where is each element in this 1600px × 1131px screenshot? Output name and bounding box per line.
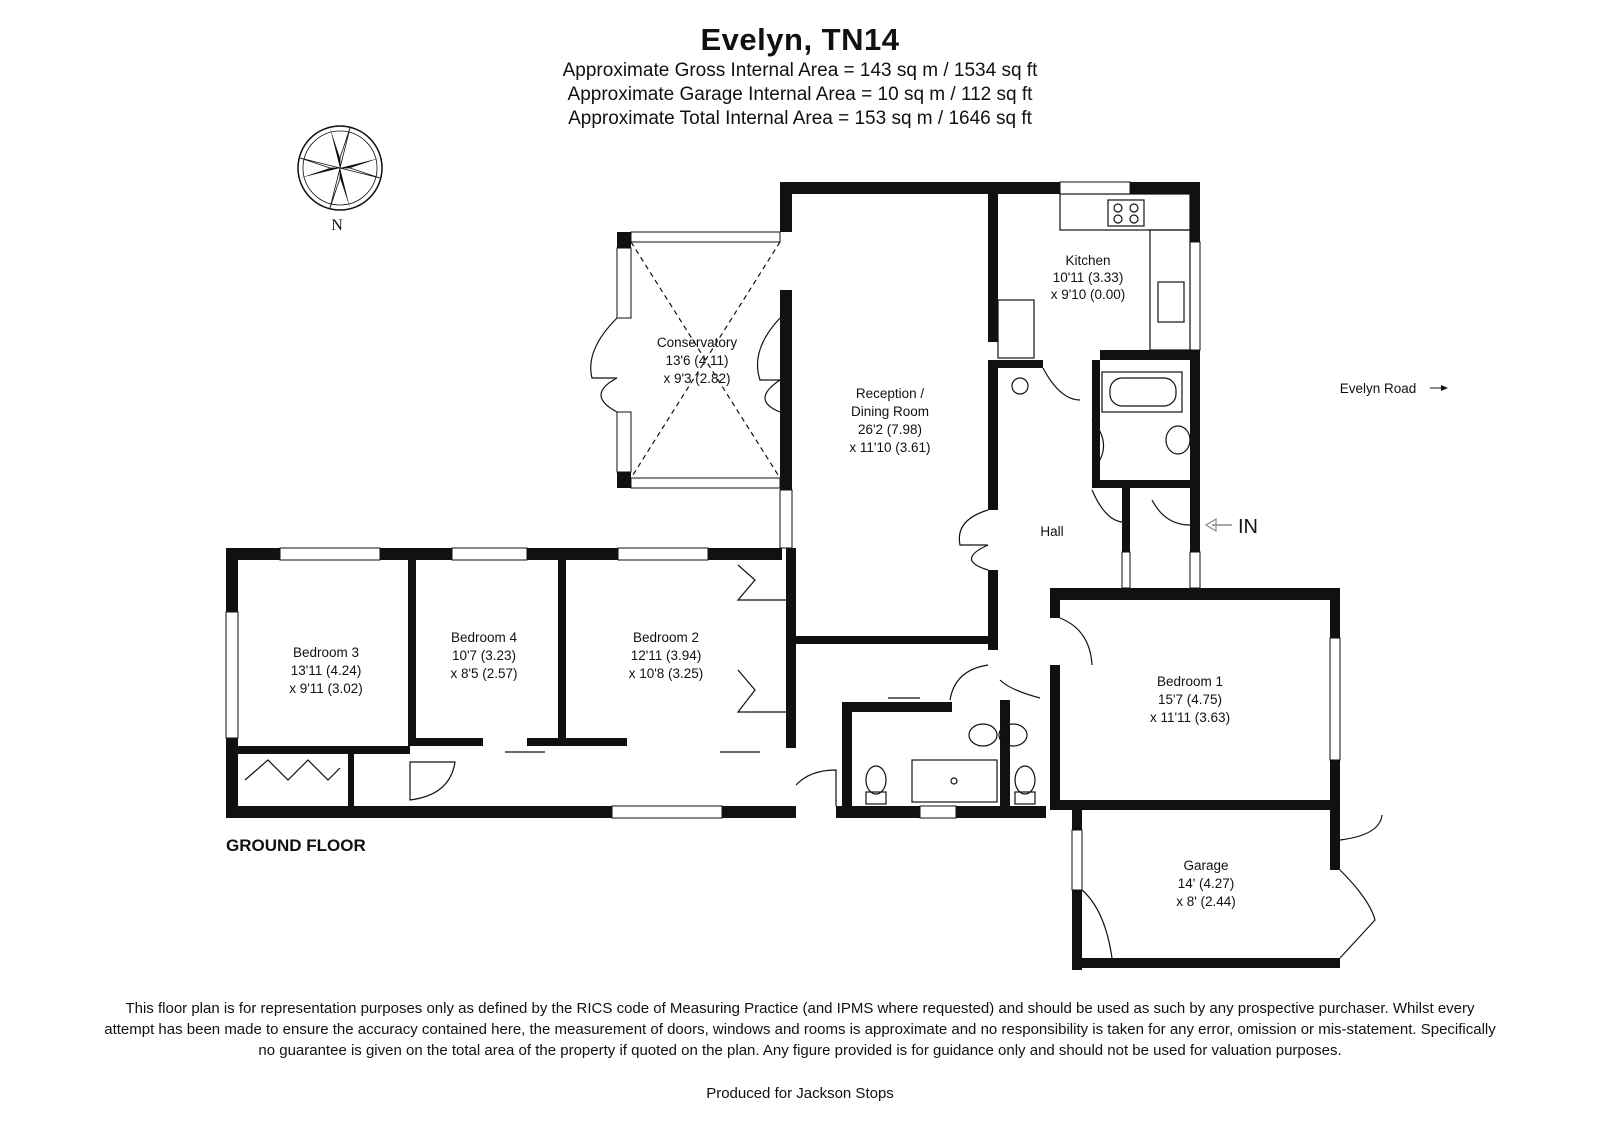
bedroom2-width: x 10'8 (3.25) bbox=[629, 666, 704, 681]
garage-length: 14' (4.27) bbox=[1178, 876, 1235, 891]
bedroom1-name: Bedroom 1 bbox=[1157, 674, 1223, 689]
conservatory-length: 13'6 (4.11) bbox=[665, 353, 728, 368]
bedroom2-name: Bedroom 2 bbox=[633, 630, 699, 645]
room-bedroom-2: Bedroom 2 12'11 (3.94) x 10'8 (3.25) bbox=[629, 630, 704, 681]
bedroom4-name: Bedroom 4 bbox=[451, 630, 518, 645]
reception-length: 26'2 (7.98) bbox=[858, 422, 922, 437]
room-conservatory: Conservatory 13'6 (4.11) x 9'3 (2.82) bbox=[657, 335, 738, 386]
bedroom4-width: x 8'5 (2.57) bbox=[450, 666, 517, 681]
reception-name: Reception / bbox=[856, 386, 925, 401]
road-label: Evelyn Road bbox=[1340, 381, 1417, 396]
hall-label: Hall bbox=[1040, 524, 1063, 539]
bedroom4-length: 10'7 (3.23) bbox=[452, 648, 516, 663]
entrance-arrow-icon bbox=[1204, 517, 1232, 533]
road-arrow-icon bbox=[1430, 385, 1448, 391]
garage-area: Approximate Garage Internal Area = 10 sq… bbox=[567, 84, 1033, 105]
reception-name-2: Dining Room bbox=[851, 404, 929, 419]
bedroom2-length: 12'11 (3.94) bbox=[631, 648, 702, 663]
room-reception: Reception / Dining Room 26'2 (7.98) x 11… bbox=[849, 386, 930, 455]
floor-label: GROUND FLOOR bbox=[226, 836, 366, 855]
room-bedroom-4: Bedroom 4 10'7 (3.23) x 8'5 (2.57) bbox=[450, 630, 517, 681]
garage-name: Garage bbox=[1183, 858, 1228, 873]
conservatory-width: x 9'3 (2.82) bbox=[663, 371, 730, 386]
doors-and-fixtures bbox=[244, 193, 1383, 959]
credit-text: Produced for Jackson Stops bbox=[706, 1085, 894, 1102]
total-area: Approximate Total Internal Area = 153 sq… bbox=[568, 108, 1032, 129]
bedroom3-name: Bedroom 3 bbox=[293, 645, 359, 660]
bedroom3-length: 13'11 (4.24) bbox=[291, 663, 362, 678]
kitchen-width: x 9'10 (0.00) bbox=[1051, 287, 1126, 302]
room-kitchen: Kitchen 10'11 (3.33) x 9'10 (0.00) bbox=[1051, 253, 1126, 302]
bedroom3-width: x 9'11 (3.02) bbox=[289, 681, 363, 696]
kitchen-name: Kitchen bbox=[1065, 253, 1110, 268]
conservatory-name: Conservatory bbox=[657, 335, 738, 350]
entrance-label: IN bbox=[1238, 516, 1258, 538]
garage-width: x 8' (2.44) bbox=[1176, 894, 1236, 909]
plan-title: Evelyn, TN14 bbox=[700, 22, 900, 57]
kitchen-length: 10'11 (3.33) bbox=[1053, 270, 1124, 285]
room-bedroom-3: Bedroom 3 13'11 (4.24) x 9'11 (3.02) bbox=[289, 645, 363, 696]
reception-width: x 11'10 (3.61) bbox=[849, 440, 930, 455]
windows bbox=[225, 181, 1341, 891]
walls bbox=[226, 182, 1340, 970]
room-garage: Garage 14' (4.27) x 8' (2.44) bbox=[1176, 858, 1236, 909]
bedroom1-length: 15'7 (4.75) bbox=[1158, 692, 1222, 707]
disclaimer-text: This floor plan is for representation pu… bbox=[104, 1000, 1496, 1059]
bedroom1-width: x 11'11 (3.63) bbox=[1150, 710, 1230, 725]
room-bedroom-1: Bedroom 1 15'7 (4.75) x 11'11 (3.63) bbox=[1150, 674, 1230, 725]
compass-icon bbox=[297, 125, 383, 211]
compass-north-label: N bbox=[331, 217, 343, 234]
gross-area: Approximate Gross Internal Area = 143 sq… bbox=[562, 60, 1038, 81]
